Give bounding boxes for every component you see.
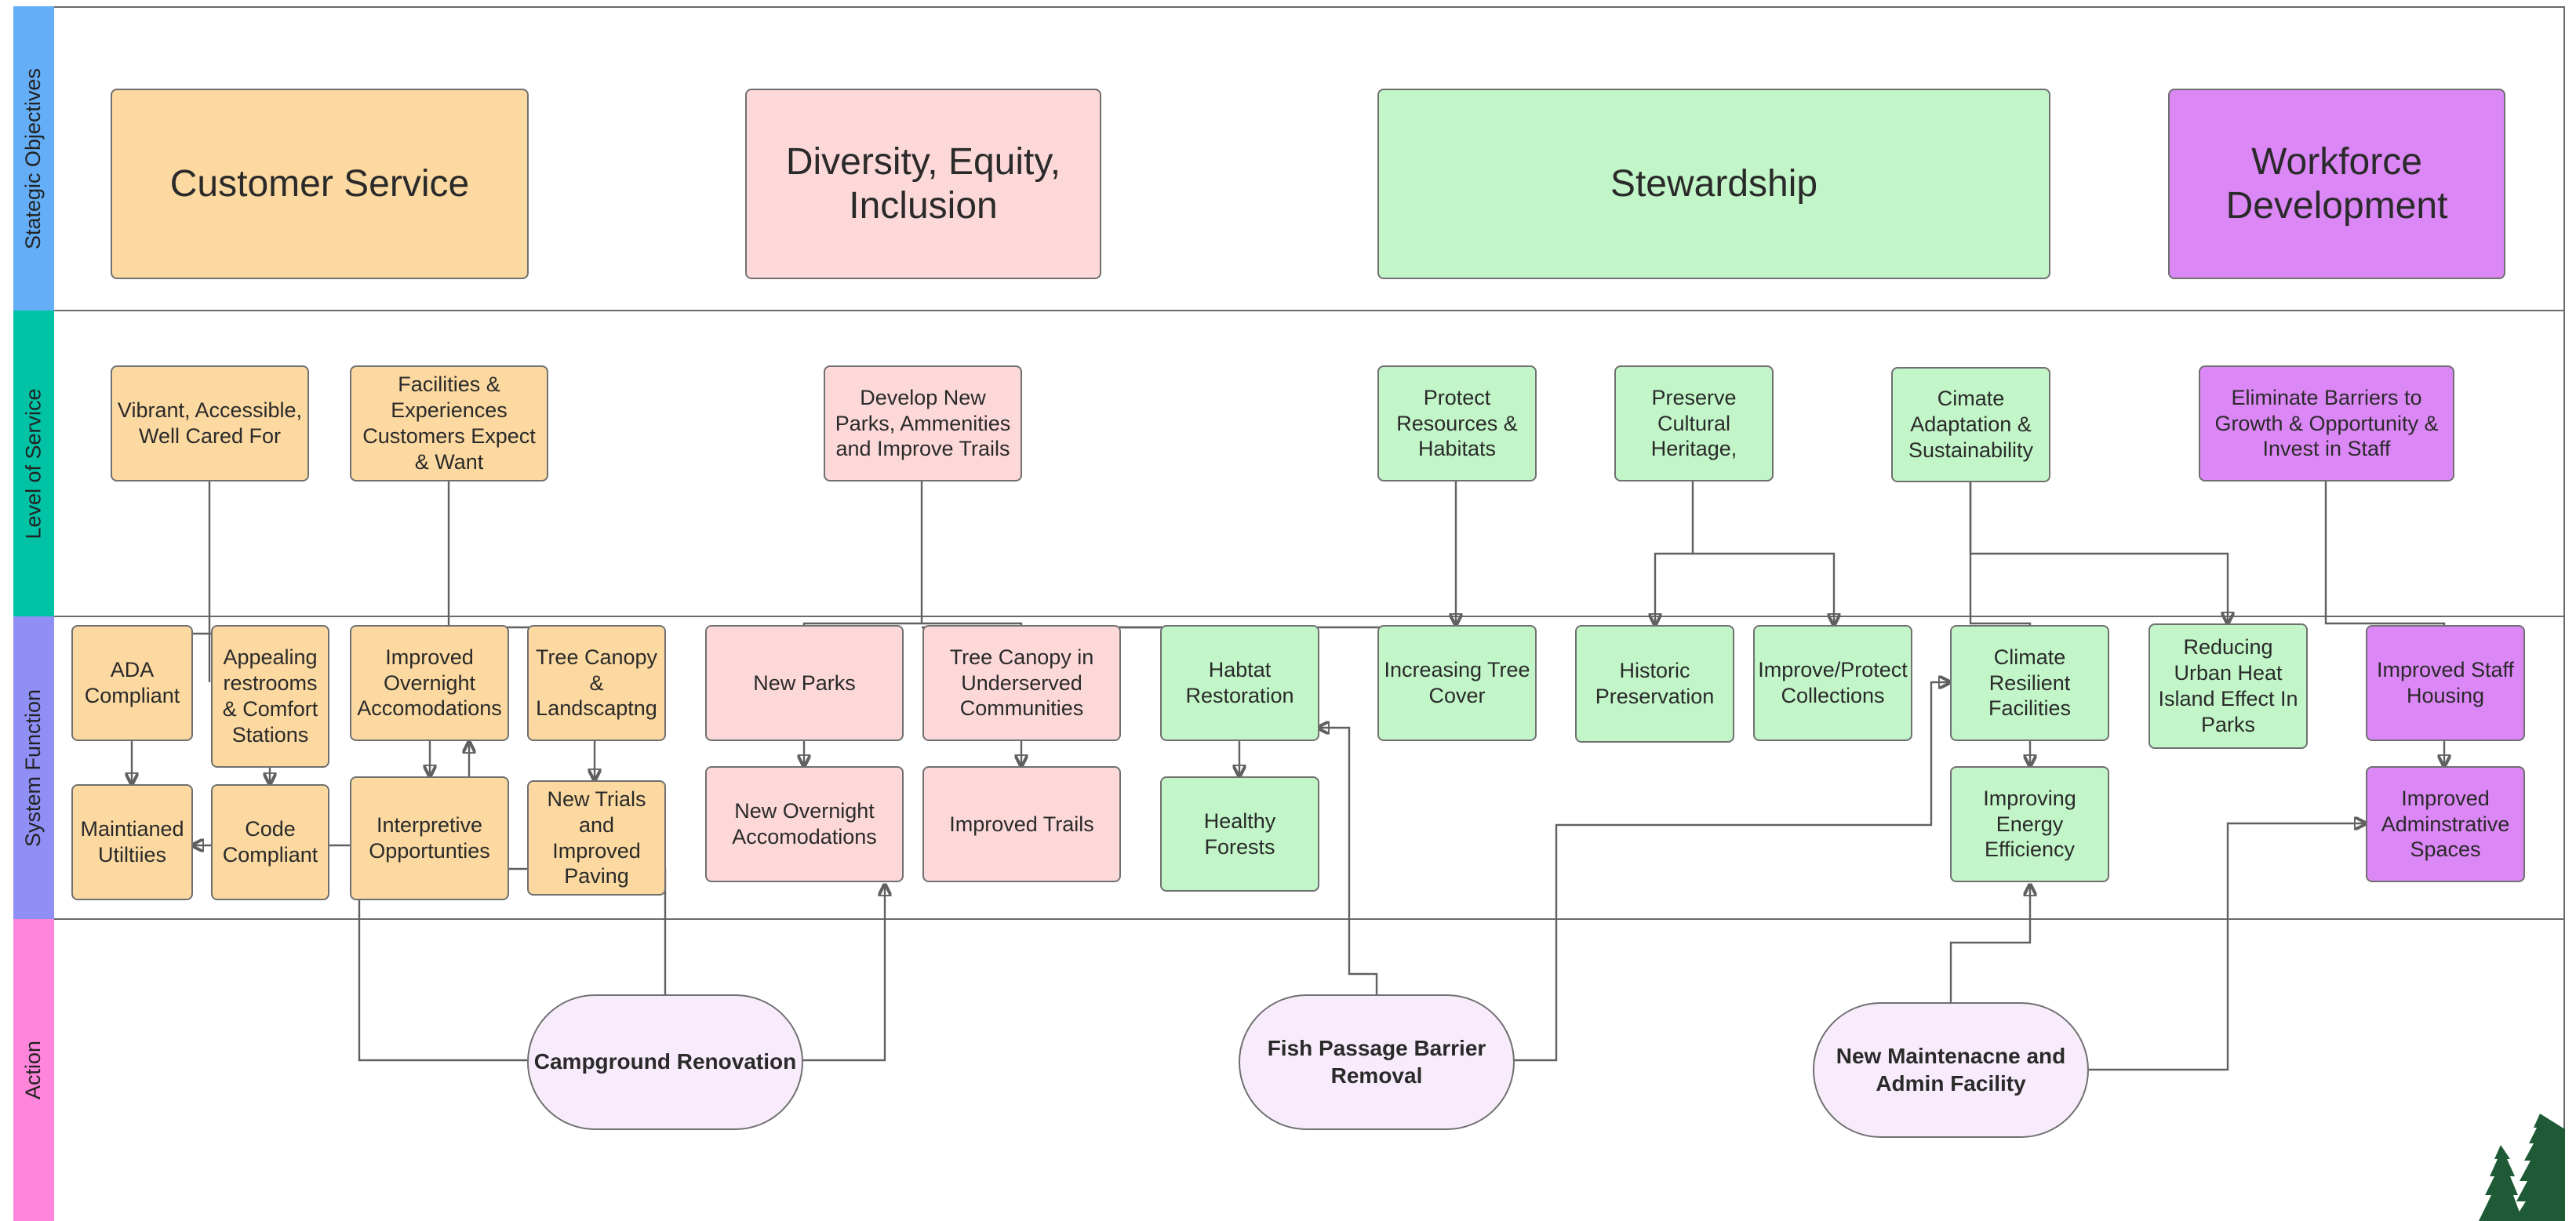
service-facilities-experiences: Facilities & Experiences Customers Expec… [350, 365, 548, 481]
function-climate-resilient-facilities: Climate Resilient Facilities [1950, 625, 2109, 741]
connector-campground-newovernight [803, 885, 885, 1062]
lane-border-top [54, 6, 2564, 8]
service-eliminate-barriers: Eliminate Barriers to Growth & Opportuni… [2199, 365, 2454, 481]
evergreen-trees-icon [2479, 1114, 2565, 1221]
lane-bar-objectives [13, 6, 54, 311]
function-reducing-urban-heat: Reducing Urban Heat Island Effect In Par… [2148, 623, 2308, 749]
lane-bar-action [13, 919, 54, 1221]
service-vibrant-accessible: Vibrant, Accessible, Well Cared For [111, 365, 309, 481]
connector-facility-energy [1949, 885, 2030, 1002]
function-new-overnight: New Overnight Accomodations [705, 766, 904, 882]
function-tree-canopy-landscaping: Tree Canopy & Landscaptng [527, 625, 666, 741]
function-ada-compliant: ADA Compliant [71, 625, 193, 741]
function-improved-overnight: Improved Overnight Accomodations [350, 625, 509, 741]
action-new-maintenance-admin-facility: New Maintenacne and Admin Facility [1813, 1002, 2089, 1138]
lane-bar-service [13, 311, 54, 616]
function-historic-preservation: Historic Preservation [1575, 625, 1734, 743]
function-tree-canopy-underserved: Tree Canopy in Underserved Communities [922, 625, 1121, 741]
function-maintained-utilities: Maintianed Utiltiies [71, 784, 193, 900]
function-improve-protect-collections: Improve/Protect Collections [1753, 625, 1912, 741]
objective-diversity-equity-inclusion: Diversity, Equity, Inclusion [745, 89, 1101, 279]
lane-divider-1 [54, 310, 2564, 311]
function-code-compliant: Code Compliant [211, 784, 329, 900]
function-improved-staff-housing: Improved Staff Housing [2366, 625, 2525, 741]
function-improved-administrative-spaces: Improved Adminstrative Spaces [2366, 766, 2525, 882]
objective-workforce-development: Workforce Development [2168, 89, 2505, 279]
service-preserve-cultural-heritage: Preserve Cultural Heritage, [1614, 365, 1774, 481]
action-fish-passage-barrier-removal: Fish Passage Barrier Removal [1239, 994, 1515, 1130]
connector-preserve [1691, 481, 1834, 625]
function-increasing-tree-cover: Increasing Tree Cover [1377, 625, 1537, 741]
function-healthy-forests: Healthy Forests [1160, 776, 1319, 892]
connector-preserve-historic [1655, 552, 1693, 625]
objective-customer-service: Customer Service [111, 89, 529, 279]
lane-divider-3 [54, 918, 2564, 920]
function-appealing-restrooms: Appealing restrooms & Comfort Stations [211, 625, 329, 768]
connector-climate-heat [1969, 481, 2228, 623]
function-improved-trails: Improved Trails [922, 766, 1121, 882]
objective-stewardship: Stewardship [1377, 89, 2050, 279]
service-climate-adaptation: Cimate Adaptation & Sustainability [1891, 367, 2050, 482]
lane-bar-function [13, 616, 54, 919]
function-improving-energy-efficiency: Improving Energy Efficiency [1950, 766, 2109, 882]
lane-border-right [2563, 6, 2565, 1221]
connector-fish-habitat [1318, 728, 1378, 994]
action-campground-renovation: Campground Renovation [527, 994, 803, 1130]
function-new-parks: New Parks [705, 625, 904, 741]
connector-fish-resilient [1514, 682, 1950, 1062]
service-protect-resources: Protect Resources & Habitats [1377, 365, 1537, 481]
lane-divider-2 [54, 616, 2564, 617]
function-interpretive-opportunities: Interpretive Opportunties [350, 776, 509, 900]
service-develop-new-parks: Develop New Parks, Ammenities and Improv… [824, 365, 1022, 481]
function-habitat-restoration: Habtat Restoration [1160, 625, 1319, 741]
function-new-trails-paving: New Trials and Improved Paving [527, 780, 666, 896]
connector-facility-admin [2089, 823, 2366, 1071]
